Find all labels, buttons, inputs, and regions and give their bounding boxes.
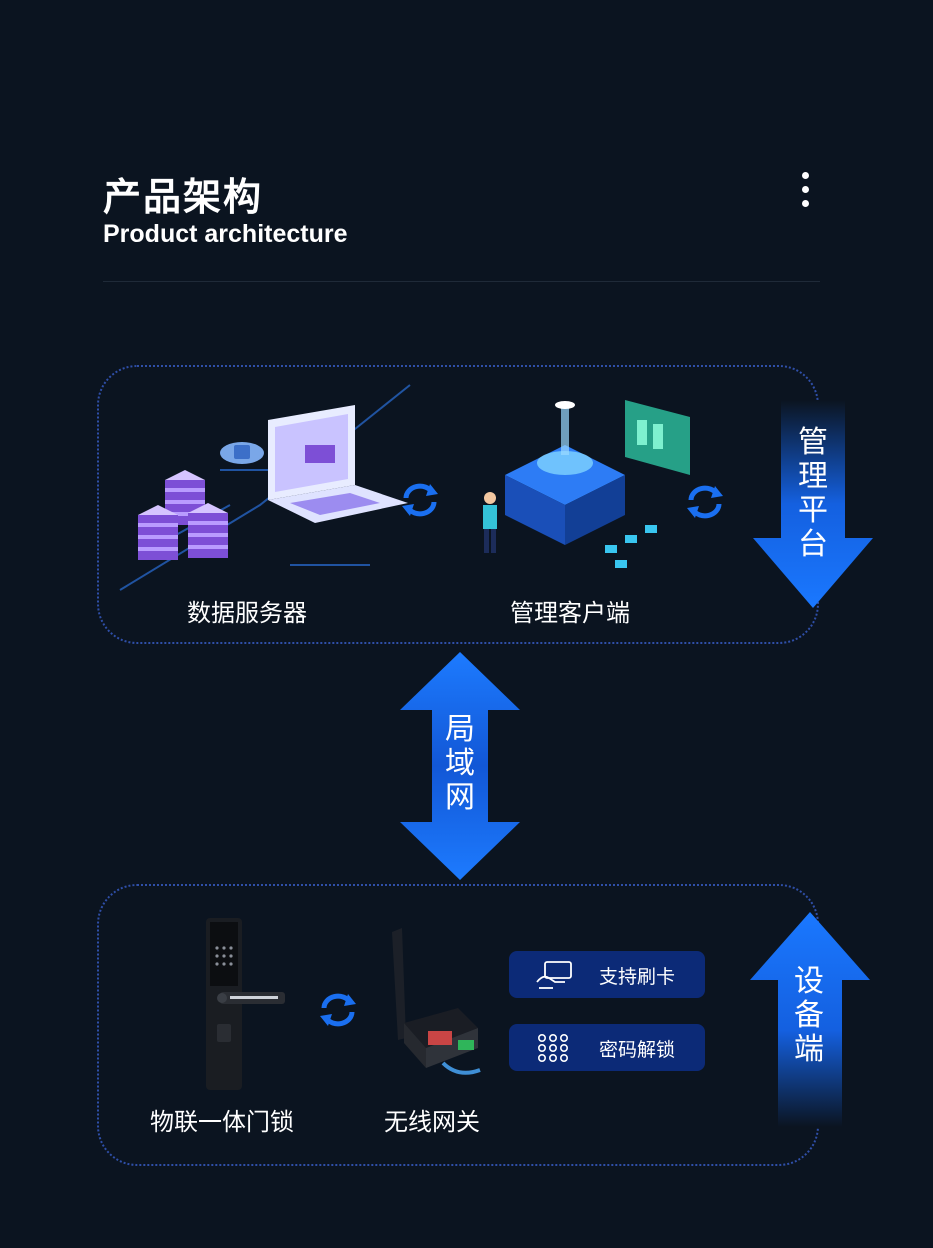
smart-door-lock-icon [206,918,285,1090]
wireless-gateway-icon [392,928,481,1075]
platform-icon [505,401,625,545]
feature-label: 密码解锁 [599,1039,676,1061]
feature-password-unlock: 密码解锁 [509,1024,705,1071]
cloud-lock-icon [220,442,264,464]
card-swipe-icon [536,961,572,989]
dashboard-screen-icon [625,400,690,475]
door-lock-label: 物联一体门锁 [150,1108,294,1136]
server-stack-icon [138,470,228,560]
up-arrow-icon [750,912,870,1127]
sync-icon [402,483,438,517]
page-title: 产品架构 [103,175,264,219]
feature-card-swipe: 支持刷卡 [509,951,705,998]
page-subtitle: Product architecture [103,220,348,248]
header-divider [103,281,820,282]
management-platform-label: 管理平台 [798,425,828,562]
device-side-label: 设备端 [794,964,824,1067]
client-label: 管理客户端 [510,599,630,627]
person-icon [483,492,497,553]
sync-icon [687,485,723,519]
server-label: 数据服务器 [187,599,307,627]
sync-icon [320,993,356,1027]
data-server-illustration [119,384,411,591]
double-arrow-icon [400,652,520,880]
gateway-label: 无线网关 [384,1108,480,1136]
laptop-icon [268,405,408,523]
more-vertical-icon[interactable] [795,172,815,212]
feature-label: 支持刷卡 [599,966,676,988]
down-arrow-icon [753,400,873,608]
management-client-illustration [483,400,690,568]
lan-label: 局域网 [445,712,475,815]
keypad-icon [537,1033,568,1062]
